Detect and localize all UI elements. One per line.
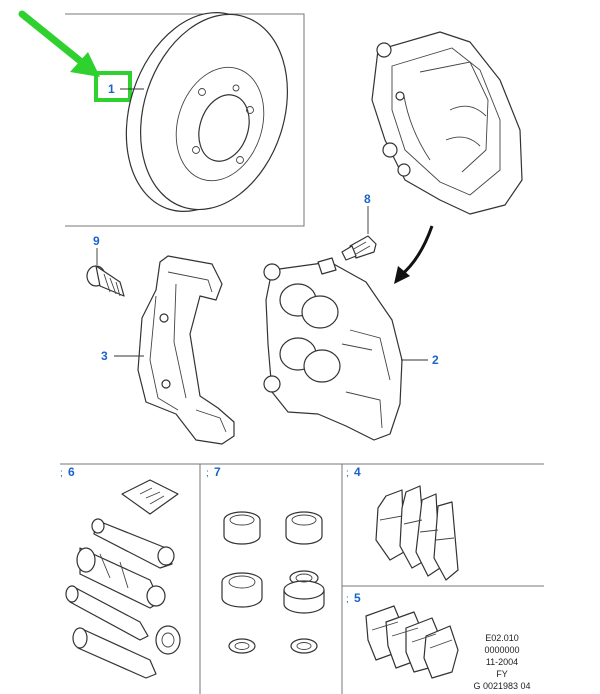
reference-line-4: FY <box>496 669 508 679</box>
callout-caliper: 2 <box>432 353 439 367</box>
reference-line-3: 11-2004 <box>485 657 519 667</box>
callout-pads-a: 4 <box>354 465 361 479</box>
kit-mark-seal-kit: ; <box>206 468 209 479</box>
callout-pin-kit: 6 <box>68 465 75 479</box>
kit-mark-pads-a: ; <box>346 468 349 479</box>
reference-line-5: G 0021983 04 <box>473 681 531 691</box>
brake-pads-a-drawing <box>375 485 459 581</box>
brake-disc-drawing <box>125 12 288 212</box>
reference-line-1: E02.010 <box>485 633 519 643</box>
drawing-reference-block: E02.010 0000000 11-2004 FY G 0021983 04 <box>462 632 542 692</box>
caliper-assembled-drawing <box>371 31 523 215</box>
callout-disc: 1 <box>108 82 115 96</box>
bracket-bolt-drawing <box>86 265 125 297</box>
pin-kit-drawing <box>65 479 181 679</box>
reference-line-2: 0000000 <box>484 645 520 655</box>
highlight-arrow <box>18 10 100 77</box>
panel-frames <box>60 13 544 694</box>
assembly-arrow <box>394 225 434 284</box>
callout-seal-kit: 7 <box>214 465 221 479</box>
callout-bracket: 3 <box>101 349 108 363</box>
brake-pads-b-drawing <box>365 605 459 679</box>
caliper-bracket-drawing <box>137 255 235 445</box>
callout-pads-b: 5 <box>354 591 361 605</box>
kit-mark-pin-kit: ; <box>60 468 63 479</box>
kit-mark-pads-b: ; <box>346 594 349 605</box>
callout-bleed-screw: 8 <box>364 192 371 206</box>
callout-highlight-box <box>94 71 132 102</box>
caliper-housing-drawing <box>263 257 403 441</box>
seal-kit-drawing <box>221 511 325 654</box>
callout-bracket-bolt: 9 <box>93 234 100 248</box>
bleed-screw-drawing <box>341 235 377 261</box>
